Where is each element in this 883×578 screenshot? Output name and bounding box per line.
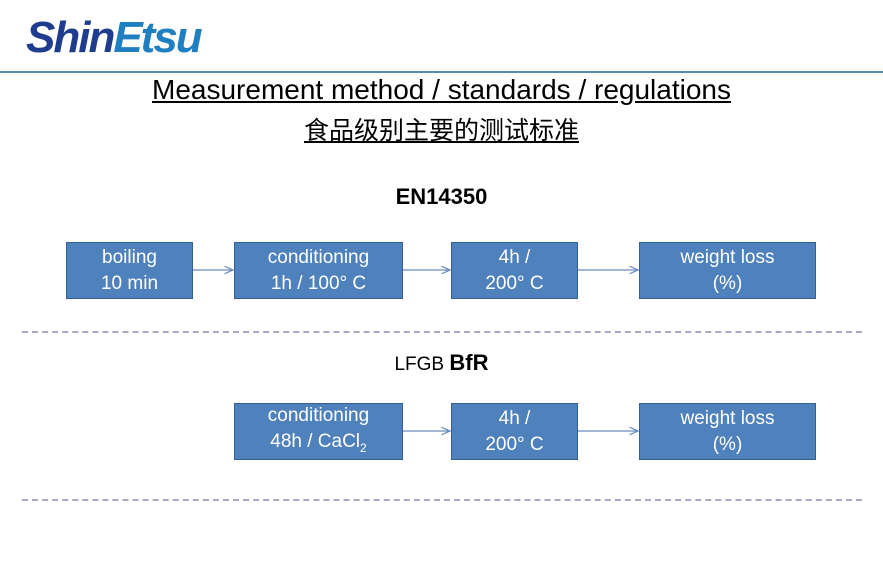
step-boiling: boiling 10 min <box>66 242 193 299</box>
step-line2: (%) <box>712 433 743 455</box>
step-heating: 4h / 200° C <box>451 403 578 460</box>
step-line2: 200° C <box>485 433 544 455</box>
shinetsu-logo: ShinEtsu <box>26 13 203 62</box>
step-line1: weight loss <box>680 246 775 268</box>
step-conditioning-cacl2: conditioning 48h / CaCl2 <box>234 403 403 460</box>
section-divider <box>22 331 862 333</box>
step-line1: 4h / <box>498 246 531 268</box>
step-line2: 1h / 100° C <box>270 272 367 294</box>
step-line1: boiling <box>102 246 157 268</box>
step-line2: 10 min <box>100 272 159 294</box>
step-line1: weight loss <box>680 407 775 429</box>
section-title-lfgb-bfr: LFGB BfR <box>0 350 883 376</box>
page-title-chinese: 食品级别主要的测试标准 <box>303 116 579 145</box>
step-line2: 200° C <box>485 272 544 294</box>
step-weight-loss: weight loss (%) <box>639 403 816 460</box>
step-line2: 48h / CaCl2 <box>270 430 367 455</box>
step-conditioning: conditioning 1h / 100° C <box>234 242 403 299</box>
page-title-english: Measurement method / standards / regulat… <box>152 74 731 105</box>
section-title-plain: LFGB <box>394 354 445 375</box>
logo-part-etsu: Etsu <box>113 13 202 62</box>
step-line1: 4h / <box>498 407 531 429</box>
step-weight-loss: weight loss (%) <box>639 242 816 299</box>
step-heating: 4h / 200° C <box>451 242 578 299</box>
section-title-bold: BfR <box>449 350 489 375</box>
step-line1: conditioning <box>267 404 370 426</box>
step-line2: (%) <box>712 272 743 294</box>
section-divider <box>22 499 862 501</box>
section-title-en14350: EN14350 <box>395 184 488 209</box>
header-divider <box>0 71 883 73</box>
logo-part-shin: Shin <box>26 13 115 62</box>
step-line1: conditioning <box>267 246 370 268</box>
